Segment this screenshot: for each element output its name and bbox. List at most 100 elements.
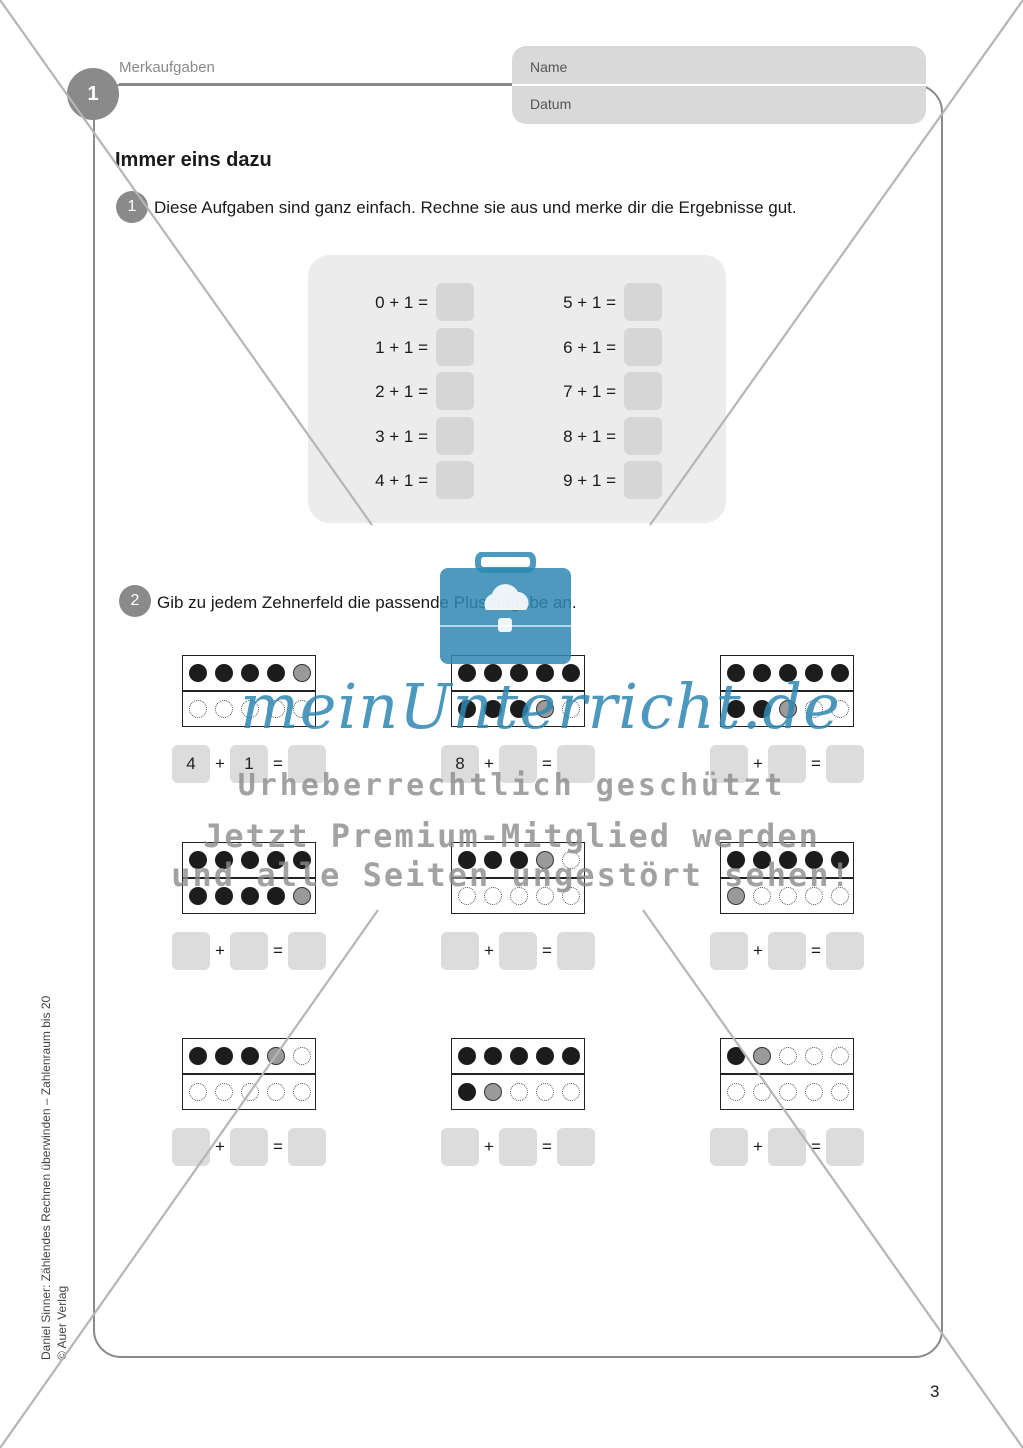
answer-box[interactable] [826, 745, 864, 783]
answer-box[interactable]: 1 [230, 745, 268, 783]
counter-empty [779, 1047, 797, 1065]
answer-box[interactable] [557, 1128, 595, 1166]
equation-right-4: 9 + 1 = [563, 471, 616, 490]
counter-full [510, 664, 528, 682]
name-date-box: Name Datum [512, 46, 926, 124]
counter-full [753, 664, 771, 682]
counter-full [779, 851, 797, 869]
answer-box[interactable] [172, 932, 210, 970]
counter-full [510, 1047, 528, 1065]
plus-sign: + [753, 754, 763, 773]
answer-box[interactable] [557, 932, 595, 970]
answer-box[interactable] [172, 1128, 210, 1166]
answer-box[interactable] [288, 932, 326, 970]
counter-full [293, 851, 311, 869]
counter-empty [215, 1083, 233, 1101]
equals-sign: = [273, 1137, 283, 1156]
counter-empty [562, 851, 580, 869]
watermark-line-1: Urheberrechtlich geschützt [237, 768, 786, 803]
answer-box[interactable] [288, 1128, 326, 1166]
counter-full [458, 1083, 476, 1101]
ten-frame [720, 1038, 854, 1110]
sheet-number-badge: 1 [67, 68, 119, 120]
ten-frame [720, 842, 854, 914]
counter-empty [831, 1083, 849, 1101]
counter-empty [189, 1083, 207, 1101]
worksheet-title: Immer eins dazu [115, 149, 272, 171]
equation-right-3: 8 + 1 = [563, 427, 616, 446]
ten-frame-divider [183, 690, 315, 692]
counter-empty [293, 1083, 311, 1101]
answer-box[interactable] [710, 745, 748, 783]
counter-gray [753, 1047, 771, 1065]
counter-full [267, 851, 285, 869]
equation-left-0: 0 + 1 = [375, 293, 428, 312]
answer-box-left-0[interactable] [436, 283, 474, 321]
answer-box-left-4[interactable] [436, 461, 474, 499]
counter-full [458, 1047, 476, 1065]
ten-frame-divider [452, 877, 584, 879]
answer-box[interactable] [230, 1128, 268, 1166]
answer-box[interactable] [826, 932, 864, 970]
answer-box[interactable] [230, 932, 268, 970]
counter-empty [189, 700, 207, 718]
answer-box[interactable] [768, 932, 806, 970]
ten-frame-divider [452, 690, 584, 692]
counter-empty [458, 887, 476, 905]
ten-frame [720, 655, 854, 727]
counter-full [536, 1047, 554, 1065]
answer-box[interactable] [288, 745, 326, 783]
answer-box-right-2[interactable] [624, 372, 662, 410]
plus-sign: + [753, 941, 763, 960]
answer-box-right-3[interactable] [624, 417, 662, 455]
answer-box[interactable] [710, 932, 748, 970]
answer-box-right-0[interactable] [624, 283, 662, 321]
answer-box[interactable] [557, 745, 595, 783]
answer-box-right-1[interactable] [624, 328, 662, 366]
counter-gray [536, 700, 554, 718]
equals-sign: = [542, 1137, 552, 1156]
answer-box[interactable]: 4 [172, 745, 210, 783]
answer-box[interactable] [710, 1128, 748, 1166]
answer-box[interactable] [499, 745, 537, 783]
answer-box-left-3[interactable] [436, 417, 474, 455]
counter-empty [293, 1047, 311, 1065]
briefcase-icon [440, 552, 571, 664]
counter-empty [805, 1083, 823, 1101]
equals-sign: = [273, 754, 283, 773]
answer-box-left-2[interactable] [436, 372, 474, 410]
answer-box[interactable] [499, 1128, 537, 1166]
counter-gray [293, 887, 311, 905]
answer-box[interactable] [499, 932, 537, 970]
counter-gray [484, 1083, 502, 1101]
answer-box-right-4[interactable] [624, 461, 662, 499]
counter-full [831, 664, 849, 682]
answer-box[interactable] [441, 932, 479, 970]
counter-empty [510, 887, 528, 905]
counter-full [215, 887, 233, 905]
answer-box-left-1[interactable] [436, 328, 474, 366]
counter-empty [831, 700, 849, 718]
counter-full [536, 664, 554, 682]
counter-empty [727, 1083, 745, 1101]
answer-box[interactable] [826, 1128, 864, 1166]
plus-sign: + [484, 941, 494, 960]
answer-box[interactable] [441, 1128, 479, 1166]
ten-frame-divider [183, 877, 315, 879]
equals-sign: = [542, 754, 552, 773]
watermark-line-2: Jetzt Premium-Mitglied werden [203, 817, 820, 855]
equation-right-0: 5 + 1 = [563, 293, 616, 312]
plus-sign: + [484, 754, 494, 773]
ten-frame [451, 842, 585, 914]
answer-box[interactable] [768, 1128, 806, 1166]
counter-empty [484, 887, 502, 905]
counter-full [805, 851, 823, 869]
counter-gray [267, 1047, 285, 1065]
counter-full [458, 664, 476, 682]
equals-sign: = [273, 941, 283, 960]
answer-box[interactable] [768, 745, 806, 783]
name-label: Name [530, 59, 568, 75]
ten-frame [451, 1038, 585, 1110]
counter-full [189, 1047, 207, 1065]
answer-box[interactable]: 8 [441, 745, 479, 783]
